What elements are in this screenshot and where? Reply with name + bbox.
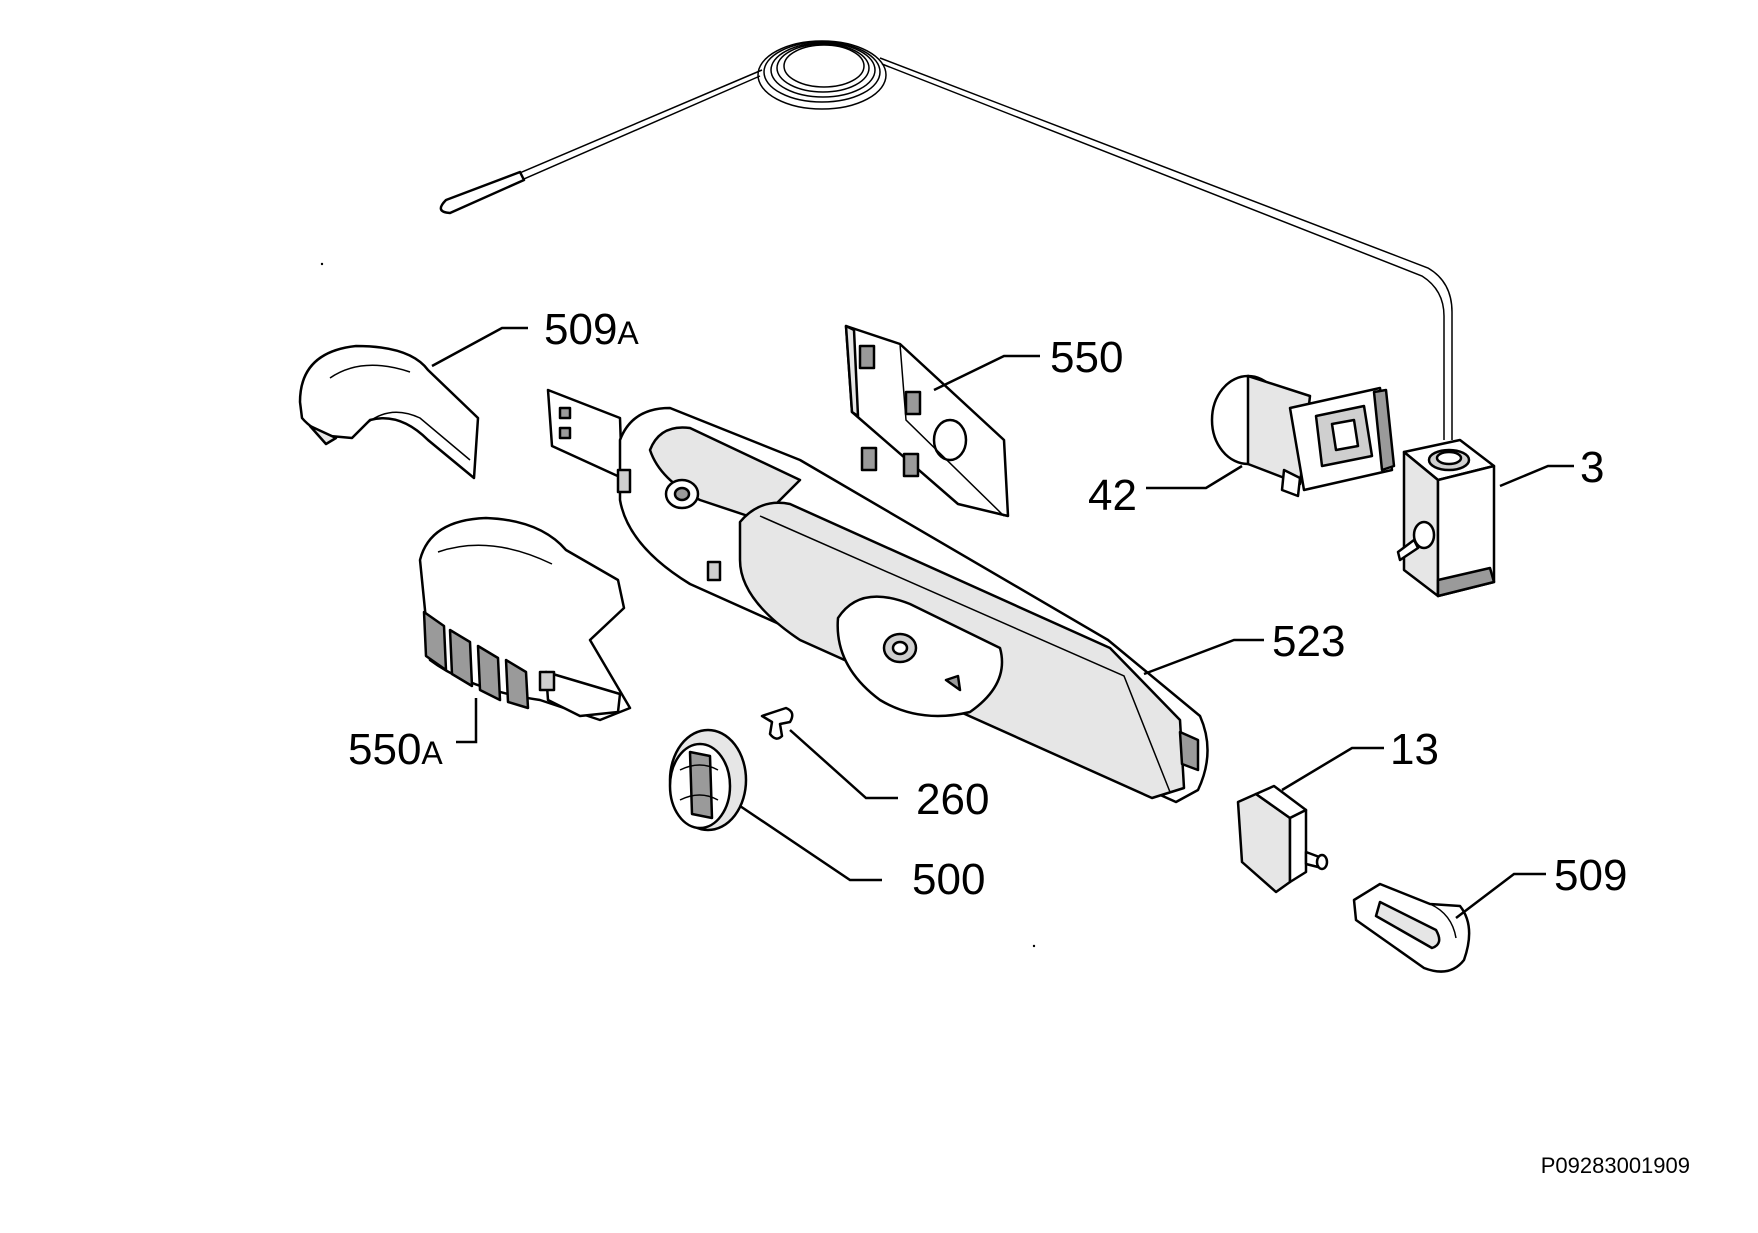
grille-cover-part-550A bbox=[418, 516, 632, 722]
part-labels: 509A 550 42 3 523 550A 13 260 500 509 bbox=[348, 305, 1627, 904]
end-cap-part-509A bbox=[298, 344, 480, 480]
part-label-260: 260 bbox=[916, 775, 989, 824]
light-panel-part-550 bbox=[844, 324, 1010, 518]
part-label-550: 550 bbox=[1050, 333, 1123, 382]
thermostat-part-3 bbox=[1396, 438, 1496, 598]
part-label-550A: 550A bbox=[348, 725, 443, 774]
part-label-509: 509 bbox=[1554, 851, 1627, 900]
speck bbox=[320, 262, 324, 266]
part-label-509A: 509A bbox=[544, 305, 639, 354]
part-label-42: 42 bbox=[1088, 471, 1137, 520]
knob-part-500 bbox=[668, 728, 748, 832]
speck bbox=[1032, 944, 1036, 948]
capillary-tube bbox=[439, 40, 1453, 440]
part-label-500: 500 bbox=[912, 855, 985, 904]
part-label-523: 523 bbox=[1272, 617, 1345, 666]
main-housing-part-523 bbox=[546, 388, 1209, 804]
part-label-13: 13 bbox=[1390, 725, 1439, 774]
lamp-holder-part-42 bbox=[1210, 374, 1396, 498]
clip-part-260 bbox=[760, 706, 794, 740]
switch-part-13 bbox=[1236, 784, 1329, 894]
slider-cap-part-509 bbox=[1352, 882, 1471, 973]
leader-lines bbox=[431, 326, 1574, 919]
part-label-3: 3 bbox=[1580, 443, 1604, 492]
document-code: P09283001909 bbox=[1541, 1153, 1690, 1178]
